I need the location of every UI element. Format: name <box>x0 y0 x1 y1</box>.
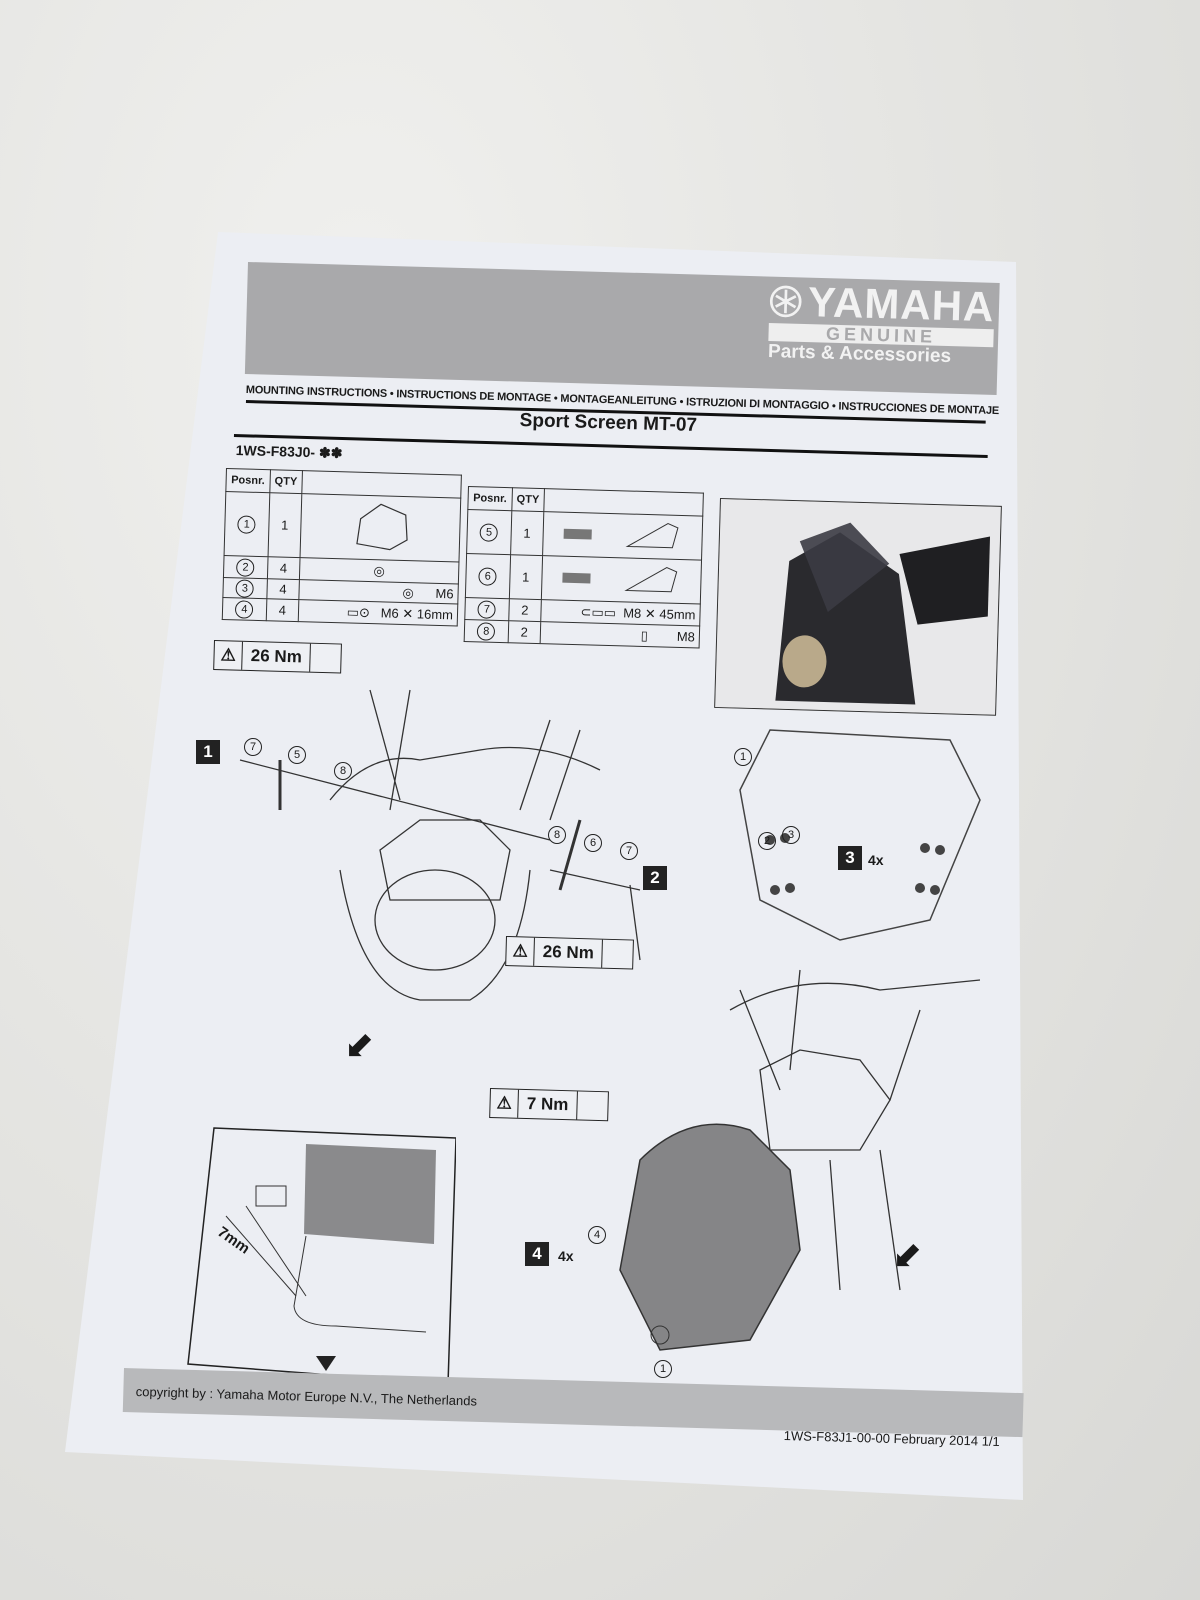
desc: M6 <box>435 585 454 601</box>
qty: 2 <box>508 598 542 622</box>
brand-name: YAMAHA <box>807 278 996 331</box>
tuning-fork-emblem-icon <box>769 285 802 318</box>
pos: 6 <box>478 566 498 586</box>
yamaha-logo: YAMAHA GENUINE Parts & Accessories <box>768 278 996 368</box>
step-2-badge: 2 <box>643 866 667 890</box>
pos: 7 <box>477 599 497 619</box>
product-photo <box>714 498 1002 716</box>
warning-icon: ⚠ <box>214 641 244 670</box>
col-posnr: Posnr. <box>225 468 271 493</box>
qty: 1 <box>508 554 543 600</box>
torque-wrench-icon <box>575 1091 608 1121</box>
torque-value: 26 Nm <box>542 942 595 963</box>
pos: 4 <box>235 599 254 619</box>
warning-icon: ⚠ <box>506 937 536 966</box>
step-4-badge: 4 <box>525 1242 549 1266</box>
warning-icon: ⚠ <box>490 1089 520 1118</box>
qty: 4 <box>265 598 299 622</box>
callout: 2 <box>758 832 776 850</box>
callout: 7 <box>620 842 638 860</box>
callout: 8 <box>334 762 352 780</box>
torque-label-4: ⚠ 7 Nm <box>489 1088 609 1122</box>
step-4-quantity: 4x <box>558 1248 574 1264</box>
pos: 5 <box>479 522 499 542</box>
bolt-part-icon: ▭⊙ <box>346 603 381 620</box>
qty: 1 <box>267 492 302 558</box>
callout: 5 <box>288 746 306 764</box>
pos: 3 <box>235 578 255 598</box>
callout: 6 <box>584 834 602 852</box>
pos: 8 <box>477 621 496 641</box>
desc: M6 ✕ 16mm <box>380 604 454 622</box>
torque-value: 26 Nm <box>250 646 303 667</box>
callout: 3 <box>782 826 800 844</box>
callout: 8 <box>548 826 566 844</box>
col-qty: QTY <box>269 469 303 494</box>
bracket-right-icon <box>563 523 679 549</box>
part-code: 1WS-F83J0- ✽✽ <box>235 442 343 461</box>
pos: 2 <box>236 557 255 577</box>
torque-wrench-icon <box>309 643 342 673</box>
down-arrow-icon: ⬋ <box>892 1234 923 1275</box>
gap-detail-inset <box>187 1127 456 1385</box>
step-3-badge: 3 <box>838 846 862 870</box>
callout: 7 <box>244 738 262 756</box>
desc: M8 ✕ 45mm <box>623 604 696 622</box>
col-qty: QTY <box>511 487 545 512</box>
torque-label-1: ⚠ 26 Nm <box>213 640 343 674</box>
long-bolt-part-icon: ⊂▭▭ <box>580 603 624 620</box>
callout: 1 <box>734 748 752 766</box>
bracket-left-icon <box>562 567 678 593</box>
callout: 4 <box>588 1226 606 1244</box>
qty: 2 <box>507 620 541 644</box>
washer-part-icon: ◎ <box>402 584 436 601</box>
nut-part-icon: ▯ <box>640 627 678 644</box>
pos: 1 <box>237 514 257 534</box>
step-4-illustration <box>619 969 981 1351</box>
step-3-quantity: 4x <box>868 852 884 868</box>
spacer-part-icon: ◎ <box>373 562 386 578</box>
callout: 1 <box>654 1360 672 1378</box>
torque-value: 7 Nm <box>526 1094 569 1115</box>
col-posnr: Posnr. <box>467 486 513 511</box>
next-step-arrow-icon: ⬋ <box>344 1024 375 1065</box>
qty: 4 <box>267 556 301 580</box>
desc: M8 <box>676 628 696 644</box>
windscreen-part-icon <box>356 503 408 551</box>
step-1-2-illustration <box>239 689 641 1001</box>
step-1-badge: 1 <box>196 740 220 764</box>
qty: 1 <box>510 510 544 556</box>
qty: 4 <box>266 578 300 600</box>
